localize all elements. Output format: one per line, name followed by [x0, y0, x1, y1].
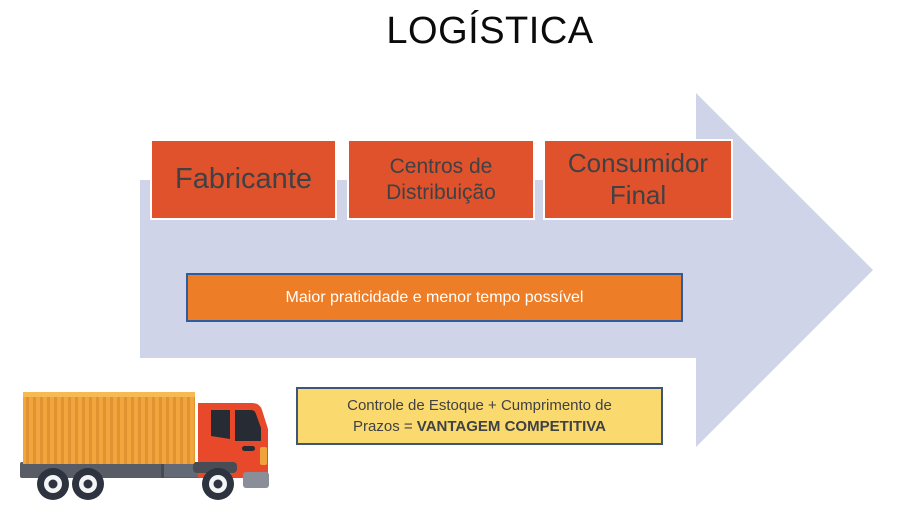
competitive-advantage-banner: Controle de Estoque + Cumprimento de Pra…: [296, 387, 663, 445]
truck-container-top-rail: [23, 392, 195, 397]
flow-box-fabricante-label: Fabricante: [174, 162, 312, 195]
competitive-line2-bold: VANTAGEM COMPETITIVA: [416, 418, 606, 435]
flow-box-centros-label: Centros de Distribuição: [386, 154, 496, 204]
truck-wheel-rear-2: [72, 468, 104, 500]
truck-container-stripes: [23, 397, 195, 464]
truck-bumper: [243, 472, 269, 488]
flow-box-consumidor-final: Consumidor Final: [543, 139, 733, 220]
competitive-advantage-text: Controle de Estoque + Cumprimento de Pra…: [347, 395, 612, 437]
competitive-line1: Controle de Estoque + Cumprimento de: [347, 397, 612, 414]
competitive-line2-regular: Prazos =: [353, 418, 417, 435]
truck-icon: [20, 392, 269, 500]
truck-marker-light: [260, 447, 267, 465]
practicality-banner: Maior praticidade e menor tempo possível: [186, 273, 683, 322]
truck-door-handle: [242, 446, 255, 451]
truck-wheel-front: [202, 468, 234, 500]
flow-box-centros-distribuicao: Centros de Distribuição: [347, 139, 535, 220]
truck-wheel-rear-1: [37, 468, 69, 500]
truck-rear-window: [211, 410, 230, 439]
flow-box-consumidor-label: Consumidor Final: [567, 147, 709, 210]
flow-box-fabricante: Fabricante: [150, 139, 337, 220]
truck-tank-divider-left: [161, 463, 164, 478]
practicality-banner-text: Maior praticidade e menor tempo possível: [285, 288, 584, 306]
truck-windshield: [235, 410, 261, 441]
page-title: LOGÍSTICA: [386, 10, 594, 52]
